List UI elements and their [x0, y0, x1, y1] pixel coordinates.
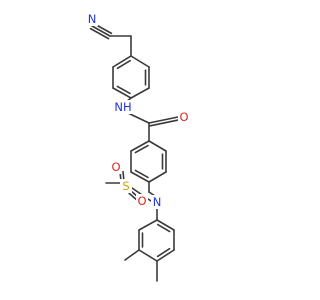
molecule-structure: N NH O N S O O	[86, 12, 190, 282]
atom-label-amide-nh: NH	[114, 100, 131, 114]
bond-29-b	[156, 247, 171, 258]
bond-16	[148, 171, 167, 183]
atom-sulfonyl-s: S	[120, 179, 132, 193]
atom-labels: N NH O N S O O	[86, 12, 190, 209]
bond-24-b	[128, 192, 137, 201]
bond-1	[91, 25, 111, 37]
bond-7	[112, 87, 132, 99]
bond-14	[148, 140, 167, 152]
bond-11	[127, 112, 150, 124]
bond-9	[112, 55, 132, 68]
bond-7-b	[116, 85, 131, 95]
bond-12-b	[148, 119, 180, 127]
bond-1-b	[89, 27, 110, 40]
atom-nitrile-n: N	[86, 12, 98, 26]
bond-33	[124, 249, 140, 261]
bond-6	[130, 87, 150, 99]
atom-sulfonyl-o1: O	[110, 160, 122, 174]
bond-17	[130, 171, 150, 183]
atom-sulfonamide-n: N	[151, 195, 163, 209]
atom-label-amide-o: O	[179, 110, 188, 124]
bond-19	[130, 140, 150, 152]
bond-29	[156, 249, 175, 262]
bond-27-b	[156, 223, 171, 233]
bond-17-b	[134, 169, 149, 179]
atom-amide-nh: NH	[112, 100, 134, 114]
atom-amide-o: O	[178, 110, 190, 124]
bond-9-b	[116, 59, 131, 70]
bond-30	[138, 249, 158, 262]
bond-32	[138, 219, 158, 231]
atom-sulfonyl-o2: O	[136, 194, 148, 208]
atom-label-sulfonyl-o2: O	[137, 194, 146, 208]
atom-label-sulfonamide-n: N	[153, 195, 162, 209]
bond-19-b	[134, 144, 149, 154]
atom-label-sulfonyl-s: S	[122, 179, 129, 193]
bond-27	[156, 219, 175, 231]
bond-lines	[89, 22, 180, 282]
bond-4	[130, 55, 150, 68]
bond-12	[148, 116, 179, 124]
atom-label-nitrile-n: N	[88, 12, 97, 26]
atom-label-sulfonyl-o1: O	[111, 160, 120, 174]
